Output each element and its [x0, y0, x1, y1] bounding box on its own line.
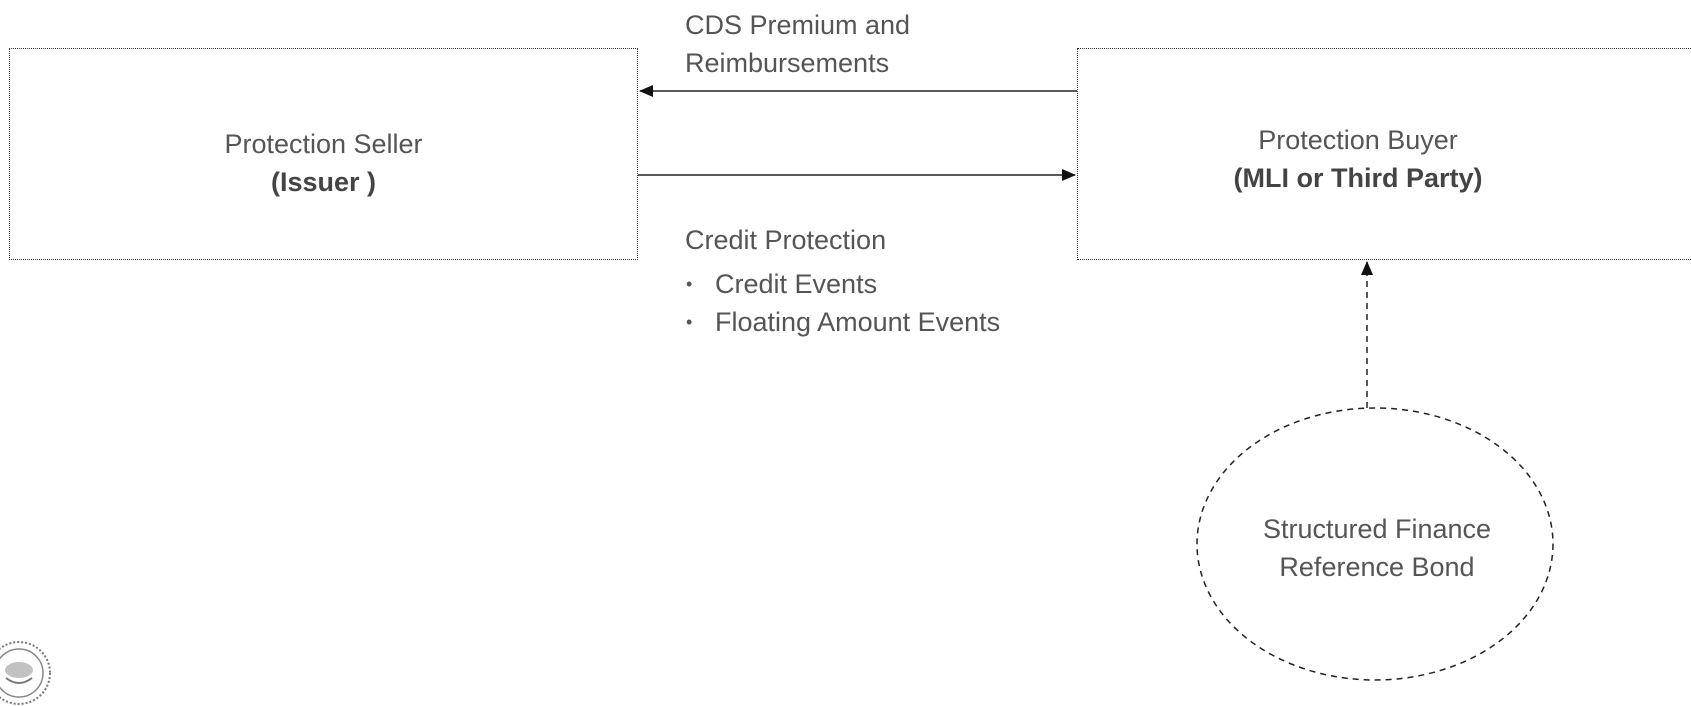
protection-seller-title: Protection Seller [224, 129, 423, 159]
credit-protection-title: Credit Protection [685, 225, 887, 255]
floating-amount-events-label: Floating Amount Events [715, 307, 1001, 337]
reference-bond-line2: Reference Bond [1279, 552, 1475, 582]
protection-seller-text: Protection Seller (Issuer ) [10, 125, 637, 201]
protection-buyer-box: Protection Buyer (MLI or Third Party) [1077, 48, 1691, 260]
reference-bond-ellipse [1196, 407, 1554, 681]
protection-buyer-text: Protection Buyer (MLI or Third Party) [1078, 121, 1691, 197]
protection-seller-subtitle: (Issuer ) [270, 167, 377, 197]
connector-layer [638, 85, 1554, 681]
premium-flow-line1: CDS Premium and [685, 10, 911, 40]
protection-seller-box: Protection Seller (Issuer ) [9, 48, 638, 260]
protection-buyer-subtitle: (MLI or Third Party) [1233, 163, 1483, 193]
list-item: • Credit Events [685, 265, 1000, 303]
premium-flow-label: CDS Premium and Reimbursements [685, 6, 910, 82]
premium-flow-line2: Reimbursements [685, 48, 890, 78]
credit-protection-list: • Credit Events • Floating Amount Events [685, 265, 1000, 341]
list-item: • Floating Amount Events [685, 303, 1000, 341]
bullet-icon: • [686, 274, 693, 294]
bullet-icon: • [686, 312, 693, 332]
seal-logo-icon [0, 641, 51, 705]
protection-buyer-title: Protection Buyer [1258, 125, 1458, 155]
credit-events-label: Credit Events [715, 269, 878, 299]
reference-bond-label: Structured Finance Reference Bond [1197, 510, 1557, 586]
reference-bond-line1: Structured Finance [1262, 514, 1492, 544]
